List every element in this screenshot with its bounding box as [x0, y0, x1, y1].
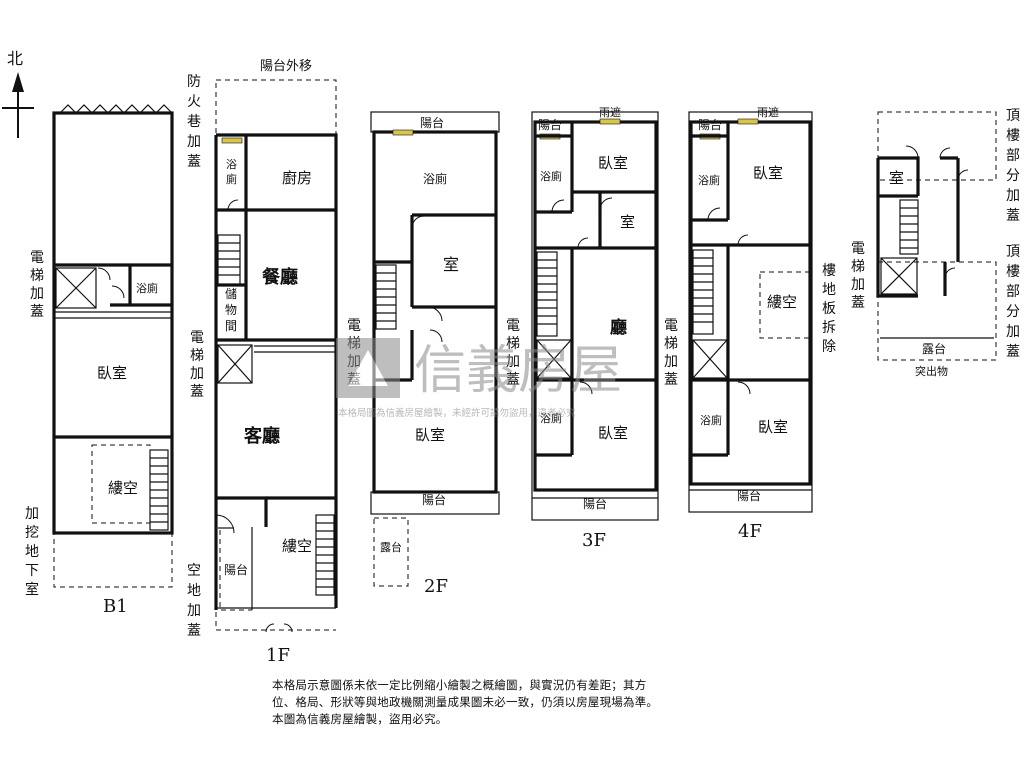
1f-balcony-move-label: 陽台外移	[260, 59, 312, 74]
1f-bath-label: 浴廁	[226, 158, 237, 186]
2f-stairs	[375, 264, 397, 330]
2f-elevator-label: 電梯加蓋	[347, 318, 361, 388]
1f-storage-label: 儲物間	[225, 287, 237, 333]
1f-elevator-label: 電梯加蓋	[190, 330, 204, 400]
b1-elevator-shaft	[55, 267, 97, 309]
3f-bedroom-top-label: 臥室	[598, 154, 628, 172]
floor-4f	[688, 111, 813, 513]
4f-bedroom-top-label: 臥室	[753, 164, 783, 182]
disclaimer-line-1: 本格局示意圖係未依一定比例縮小繪製之概繪圖，與實況仍有差距；其方	[272, 678, 647, 692]
floor-b1	[52, 104, 174, 588]
4f-void-label: 縷空	[767, 293, 797, 311]
4f-balcony-bottom-label: 陽台	[737, 488, 761, 503]
roof-room-label: 室	[889, 169, 904, 187]
roof-elevator-label: 電梯加蓋	[851, 241, 865, 311]
4f-canopy-label: 雨遮	[757, 105, 779, 119]
roof-floor-label: 突出物	[915, 364, 948, 378]
2f-balcony-bottom-label: 陽台	[422, 492, 446, 507]
4f-stairs	[692, 249, 714, 335]
4f-slab-label: 樓地板拆除	[822, 263, 836, 355]
disclaimer-note: 本格局示意圖係未依一定比例縮小繪製之概繪圖，與實況仍有差距；其方 位、格局、形狀…	[272, 677, 752, 728]
1f-stairs-lower	[315, 514, 335, 596]
3f-bath-bottom-label: 浴廁	[540, 411, 562, 425]
2f-bath-label: 浴廁	[423, 171, 447, 186]
1f-kitchen-label: 廚房	[282, 169, 312, 187]
roof-elevator-shaft	[880, 257, 918, 295]
3f-stairs	[536, 251, 558, 337]
north-arrow-icon	[2, 72, 34, 138]
disclaimer-line-3: 本圖為信義房屋繪製，盜用必究。	[272, 712, 448, 726]
4f-balcony-top-label: 陽台	[698, 117, 722, 132]
b1-void-label: 縷空	[108, 479, 138, 497]
b1-bath-label: 浴廁	[136, 281, 158, 295]
4f-bedroom-bottom-label: 臥室	[758, 418, 788, 436]
1f-floor-label: 1F	[266, 645, 290, 666]
roof-stairs	[899, 199, 919, 255]
2f-bedroom-label: 臥室	[415, 426, 445, 444]
floor-1f	[214, 79, 338, 633]
1f-firelane-label: 防火巷加蓋	[187, 74, 201, 170]
north-label: 北	[7, 49, 23, 68]
4f-bath-top-label: 浴廁	[698, 173, 720, 187]
3f-balcony-bottom-label: 陽台	[583, 496, 607, 511]
3f-floor-label: 3F	[582, 530, 606, 551]
1f-stairs-upper	[217, 234, 241, 286]
4f-elevator-shaft	[692, 339, 728, 379]
3f-bath-top-label: 浴廁	[540, 169, 562, 183]
2f-terrace-label: 露台	[380, 540, 402, 554]
roof-addition-top-label: 頂樓部分加蓋	[1006, 108, 1020, 224]
3f-canopy-label: 雨遮	[599, 105, 621, 119]
4f-elevator-label: 電梯加蓋	[664, 318, 678, 388]
roof-addition-bottom-label: 頂樓部分加蓋	[1006, 244, 1020, 360]
b1-bedroom-label: 臥室	[97, 364, 127, 382]
floor-2f	[370, 111, 500, 587]
floor-3f	[531, 111, 659, 521]
2f-room-label: 室	[443, 255, 459, 274]
3f-elevator-label: 電梯加蓋	[506, 318, 520, 388]
3f-elevator-shaft	[536, 339, 572, 379]
disclaimer-line-2: 位、格局、形狀等與地政機關測量成果圖未必一致，仍須以房屋現場為準。	[272, 695, 659, 709]
b1-floor-label: B1	[103, 596, 128, 617]
3f-balcony-top-label: 陽台	[538, 117, 562, 132]
2f-balcony-top-label: 陽台	[420, 115, 444, 130]
floor-roof	[876, 111, 997, 361]
b1-basement-label: 加挖地下室	[25, 506, 39, 598]
b1-elevator-label: 電梯加蓋	[30, 250, 44, 320]
3f-bedroom-bottom-label: 臥室	[598, 424, 628, 442]
4f-floor-label: 4F	[738, 521, 762, 542]
1f-dining-label: 餐廳	[261, 266, 298, 288]
3f-hall-label: 廳	[610, 317, 627, 338]
b1-stairs	[149, 449, 169, 531]
1f-balcony-label: 陽台	[224, 562, 248, 577]
1f-living-label: 客廳	[244, 425, 280, 447]
2f-floor-label: 2F	[424, 576, 448, 597]
roof-terrace-label: 露台	[922, 341, 946, 356]
4f-bath-bottom-label: 浴廁	[700, 413, 722, 427]
1f-void-label: 縷空	[282, 537, 312, 555]
3f-room-label: 室	[620, 213, 635, 231]
1f-elevator-shaft	[217, 344, 253, 384]
1f-yard-label: 空地加蓋	[187, 563, 201, 639]
